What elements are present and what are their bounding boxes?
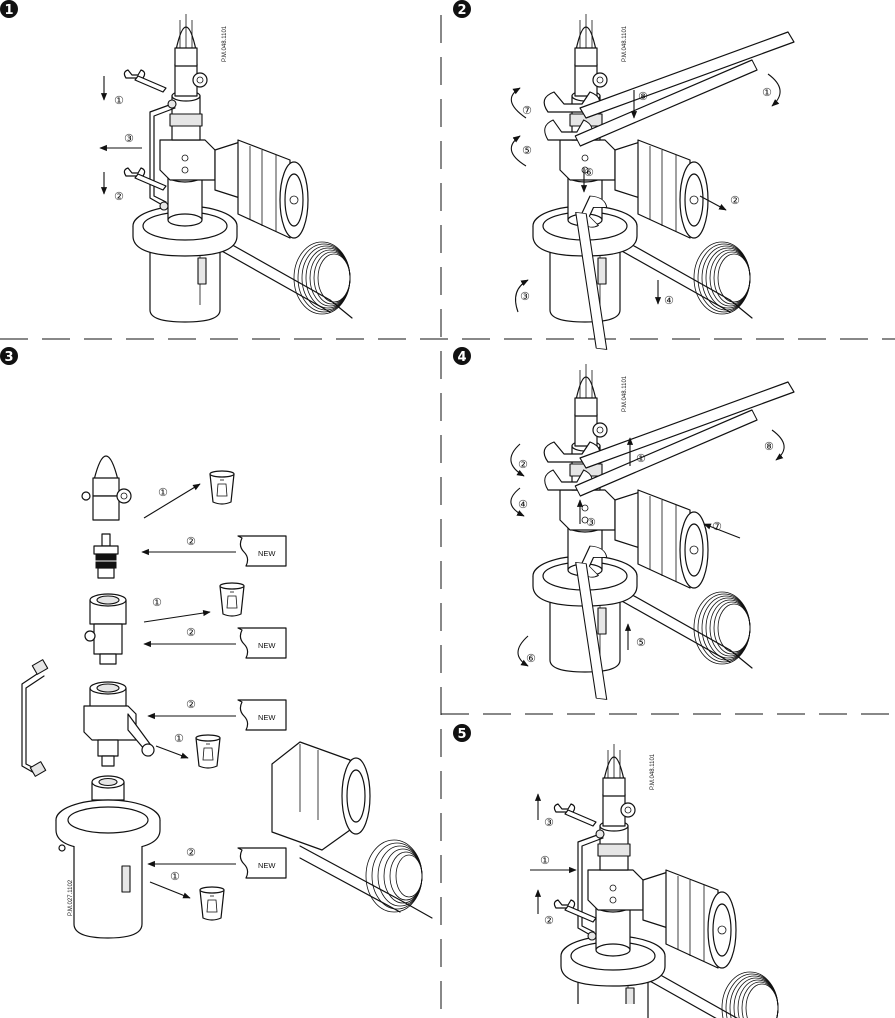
reference-code: P.M.027.1102: [68, 879, 74, 916]
reference-code: P.M.048.1101: [622, 375, 628, 412]
recycle-bin-icon: [219, 582, 245, 617]
rotate-arrow: [771, 429, 785, 461]
step-2-label: ②: [186, 846, 196, 859]
step-8-label: ⑧: [764, 440, 774, 453]
rotate-arrow: [510, 487, 525, 517]
left-arrow: [703, 523, 741, 539]
step-1-label: ①: [170, 870, 180, 883]
panel-2: 2 P.M.048.1101 ⑦ ⑤ ① ③ ⑧ ⑥ ② ④: [453, 0, 795, 353]
rotate-arrow: [510, 87, 527, 119]
step-7-label: ⑦: [522, 104, 532, 117]
panel-1: 1 P.M.048.1101 ① ③ ②: [0, 0, 353, 323]
step-2-label: ②: [186, 535, 196, 548]
panel-5-badge: 5: [453, 724, 471, 742]
step-5-label: ⑤: [636, 636, 646, 649]
step-2-label: ②: [730, 194, 740, 207]
discard-arrow: [149, 881, 191, 899]
step-1-label: ①: [114, 94, 124, 107]
new-label: NEW: [258, 641, 276, 650]
thermostat-part: [271, 741, 433, 919]
new-label: NEW: [258, 861, 276, 870]
new-label: NEW: [258, 549, 276, 558]
wrench-icon: [123, 69, 167, 93]
valve-insert-part: [93, 533, 119, 579]
discard-arrow: [143, 609, 211, 623]
panel-3: 3 ① ② NEW: [0, 347, 433, 939]
rotate-arrow: [515, 279, 529, 313]
step-1-label: ①: [636, 452, 646, 465]
step-1-label: ①: [174, 732, 184, 745]
step-3-label: ③: [586, 516, 596, 529]
step-4-label: ④: [518, 498, 528, 511]
step-2-label: ②: [186, 626, 196, 639]
panel-5: 5 P.M.048.1101 ③ ① ②: [453, 724, 781, 1018]
wrench-icon: [553, 803, 597, 827]
panel-1-badge: 1: [0, 0, 18, 18]
step-4-label: ④: [664, 294, 674, 307]
panel-3-badge-number: 3: [4, 350, 13, 365]
step-3-label: ③: [520, 290, 530, 303]
step-2-label: ②: [114, 190, 124, 203]
recycle-bin-icon: [209, 470, 235, 505]
step-2-label: ②: [186, 698, 196, 711]
actuator-part: [55, 775, 161, 939]
step-1-label: ①: [540, 854, 550, 867]
new-label: NEW: [258, 713, 276, 722]
step-7-label: ⑦: [712, 520, 722, 533]
wrench-icon: [553, 899, 597, 923]
panel-4: 4 P.M.048.1101 ② ④ ⑧ ⑥ ① ③ ⑦ ⑤: [453, 347, 795, 703]
discard-arrow: [155, 745, 189, 759]
panel-2-badge-number: 2: [457, 3, 466, 18]
panel-4-badge: 4: [453, 347, 471, 365]
right-arrow: [699, 195, 727, 211]
rotate-arrow: [517, 635, 529, 667]
valve-head-part: [81, 455, 132, 521]
step-3-label: ③: [544, 816, 554, 829]
valve-assembly: [132, 13, 353, 323]
rotate-arrow: [510, 135, 527, 167]
rotate-arrow: [510, 443, 525, 477]
step-6-label: ⑥: [526, 652, 536, 665]
step-5-label: ⑤: [522, 144, 532, 157]
union-nut-part: [84, 593, 127, 665]
panel-2-badge: 2: [453, 0, 471, 18]
step-1-label: ①: [158, 486, 168, 499]
step-6-label: ⑥: [584, 166, 594, 179]
panel-3-badge: 3: [0, 347, 18, 365]
step-2-label: ②: [544, 914, 554, 927]
reference-code: P.M.048.1101: [622, 25, 628, 62]
panel-4-badge-number: 4: [457, 350, 466, 365]
step-1-label: ①: [762, 86, 772, 99]
reference-code: P.M.048.1101: [222, 25, 228, 62]
recycle-bin-icon: [199, 886, 225, 921]
panel-1-badge-number: 1: [4, 3, 13, 18]
reference-code: P.M.048.1101: [650, 753, 656, 790]
valve-assembly: [560, 743, 781, 1018]
step-1-label: ①: [152, 596, 162, 609]
discard-arrow: [143, 483, 201, 519]
panel-5-badge-number: 5: [457, 727, 466, 742]
step-8-label: ⑧: [638, 90, 648, 103]
valve-body-part: [83, 681, 155, 767]
step-2-label: ②: [518, 458, 528, 471]
recycle-bin-icon: [195, 734, 221, 769]
step-3-label: ③: [124, 132, 134, 145]
rotate-arrow: [767, 73, 781, 107]
wrench-icon: [123, 167, 167, 191]
impulse-tube-part: [21, 659, 49, 777]
